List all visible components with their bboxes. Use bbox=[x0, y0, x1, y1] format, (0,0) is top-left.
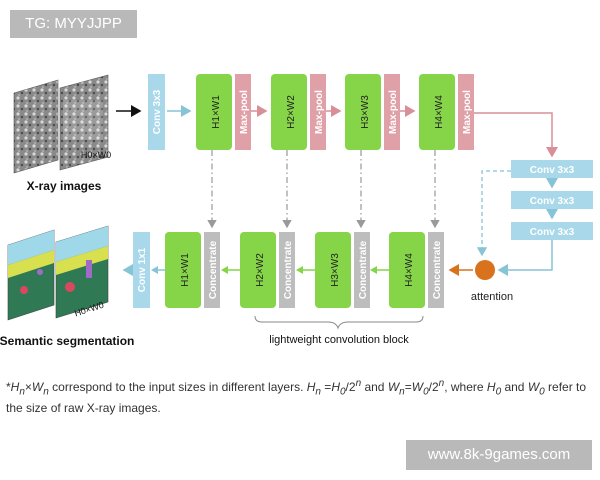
footnote: *Hn×Wn correspond to the input sizes in … bbox=[6, 378, 587, 416]
encoder-conv-box bbox=[148, 74, 165, 150]
encoder-block-3 bbox=[345, 74, 381, 150]
decoder-arrowhead bbox=[151, 266, 158, 274]
bottleneck-conv-1 bbox=[511, 160, 593, 178]
group-brace bbox=[254, 315, 424, 330]
decoder-block-2 bbox=[240, 232, 276, 308]
bottleneck-output-arrow bbox=[497, 240, 553, 276]
decoder-block-4 bbox=[389, 232, 425, 308]
bottleneck-conv-2-label: Conv 3x3 bbox=[530, 196, 575, 207]
group-label: lightweight convolution block bbox=[269, 334, 409, 346]
maxpool-2-label: Max-pool bbox=[314, 90, 325, 134]
concat-2 bbox=[279, 232, 295, 308]
encoder-block-4 bbox=[419, 74, 455, 150]
maxpool-4 bbox=[458, 74, 474, 150]
concat-4 bbox=[428, 232, 444, 308]
encoder-block-4-label: H4×W4 bbox=[434, 95, 445, 129]
input-caption: X-ray images bbox=[27, 179, 102, 193]
decoder-block-1-label: H1×W1 bbox=[180, 253, 191, 287]
attention-node bbox=[475, 260, 495, 280]
input-size-label: H0×W0 bbox=[81, 150, 111, 160]
concat-3 bbox=[354, 232, 370, 308]
concat-1-label: Concentrate bbox=[208, 240, 219, 299]
decoder-block-4-label: H4×W4 bbox=[404, 253, 415, 287]
maxpool-4-label: Max-pool bbox=[462, 90, 473, 134]
concat-2-label: Concentrate bbox=[283, 240, 294, 299]
concat-1 bbox=[204, 232, 220, 308]
maxpool-3 bbox=[384, 74, 400, 150]
attention-skip-arrow bbox=[476, 170, 511, 257]
final-conv-label: Conv 1x1 bbox=[137, 247, 148, 292]
watermark-top: TG: MYYJJPP bbox=[10, 10, 137, 38]
concat-4-label: Concentrate bbox=[432, 240, 443, 299]
encoder-conv-label: Conv 3x3 bbox=[152, 89, 163, 134]
decoder-block-2-label: H2×W2 bbox=[255, 253, 266, 287]
output-caption: Semantic segmentation bbox=[0, 334, 134, 348]
bottleneck-conv-2 bbox=[511, 191, 593, 209]
bottleneck-input-arrow bbox=[474, 112, 558, 158]
xray-image-stack bbox=[13, 74, 109, 174]
maxpool-2 bbox=[310, 74, 326, 150]
decoder-arrowhead bbox=[221, 266, 228, 274]
decoder-block-3 bbox=[315, 232, 351, 308]
encoder-block-3-label: H3×W3 bbox=[360, 95, 371, 129]
encoder-block-2-label: H2×W2 bbox=[286, 95, 297, 129]
maxpool-1 bbox=[235, 74, 251, 150]
encoder-block-1-label: H1×W1 bbox=[211, 95, 222, 129]
decoder-block-3-label: H3×W3 bbox=[330, 253, 341, 287]
encoder-block-1 bbox=[196, 74, 232, 150]
bottleneck-conv-3-label: Conv 3x3 bbox=[530, 227, 575, 238]
decoder-arrowhead bbox=[370, 266, 377, 274]
watermark-bottom: www.8k-9games.com bbox=[406, 440, 592, 470]
attention-label: attention bbox=[471, 291, 513, 303]
maxpool-1-label: Max-pool bbox=[239, 90, 250, 134]
maxpool-3-label: Max-pool bbox=[388, 90, 399, 134]
concat-3-label: Concentrate bbox=[358, 240, 369, 299]
decoder-block-1 bbox=[165, 232, 201, 308]
bottleneck-conv-3 bbox=[511, 222, 593, 240]
final-conv-box bbox=[133, 232, 150, 308]
bottleneck-conv-1-label: Conv 3x3 bbox=[530, 165, 575, 176]
segmentation-image-stack bbox=[7, 225, 109, 321]
decoder-arrowhead bbox=[296, 266, 303, 274]
encoder-block-2 bbox=[271, 74, 307, 150]
